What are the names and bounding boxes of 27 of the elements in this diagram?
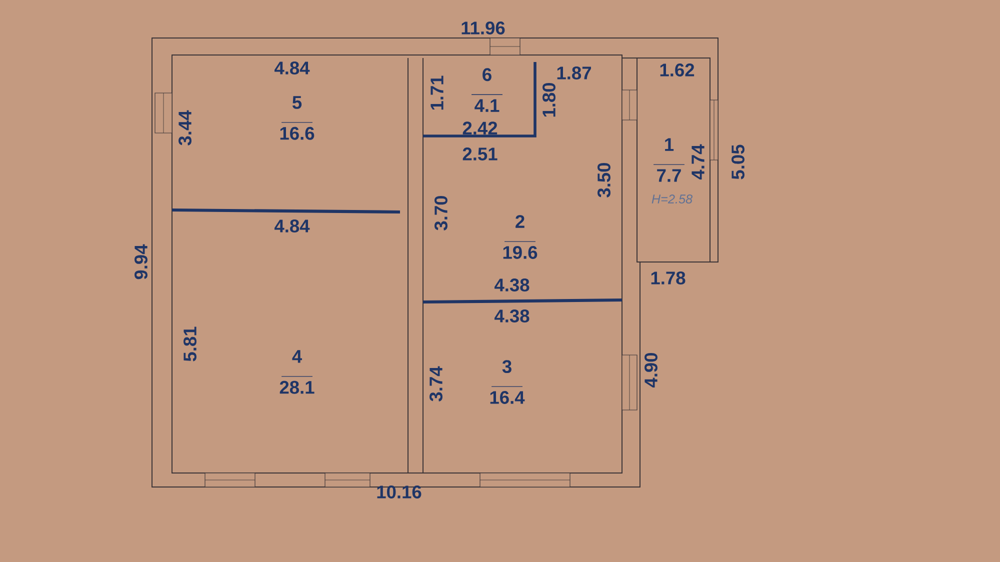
room-label: 5 16.6 bbox=[280, 96, 314, 140]
dimension-label: 3.44 bbox=[178, 110, 192, 146]
dimension-label: 3.74 bbox=[430, 366, 442, 402]
room-label: 2 19.6 bbox=[503, 215, 538, 259]
dimension-label: 1.78 bbox=[651, 272, 686, 284]
dimension-label: 1.80 bbox=[542, 82, 556, 117]
dimension-label: 5.81 bbox=[184, 326, 196, 362]
dimension-label: 4.38 bbox=[494, 310, 530, 322]
dimension-label: 4.84 bbox=[274, 220, 310, 232]
dimension-label: 3.50 bbox=[598, 162, 610, 198]
room-label: 4 28.1 bbox=[280, 350, 314, 394]
dimension-label: 4.38 bbox=[494, 278, 530, 292]
dimension-label: 1.87 bbox=[557, 66, 591, 80]
room-label: 6 4.1 bbox=[471, 68, 503, 112]
dimension-label: 4.90 bbox=[644, 352, 658, 388]
dimension-label: 1.71 bbox=[430, 76, 444, 110]
dimension-label: 2.51 bbox=[462, 148, 498, 160]
room-label: 3 16.4 bbox=[490, 360, 525, 404]
dimension-label: 1.62 bbox=[660, 64, 694, 76]
dimension-label: 4.84 bbox=[274, 62, 310, 74]
dimension-label: 9.94 bbox=[134, 244, 148, 280]
dimension-label: H=2.58 bbox=[652, 194, 693, 204]
room-label: 1 7.7 bbox=[653, 138, 685, 182]
dimension-label: 10.16 bbox=[377, 486, 422, 498]
dimension-label: 3.70 bbox=[434, 196, 448, 230]
dimension-label: 11.96 bbox=[462, 22, 505, 34]
dimension-label: 5.05 bbox=[732, 144, 744, 180]
